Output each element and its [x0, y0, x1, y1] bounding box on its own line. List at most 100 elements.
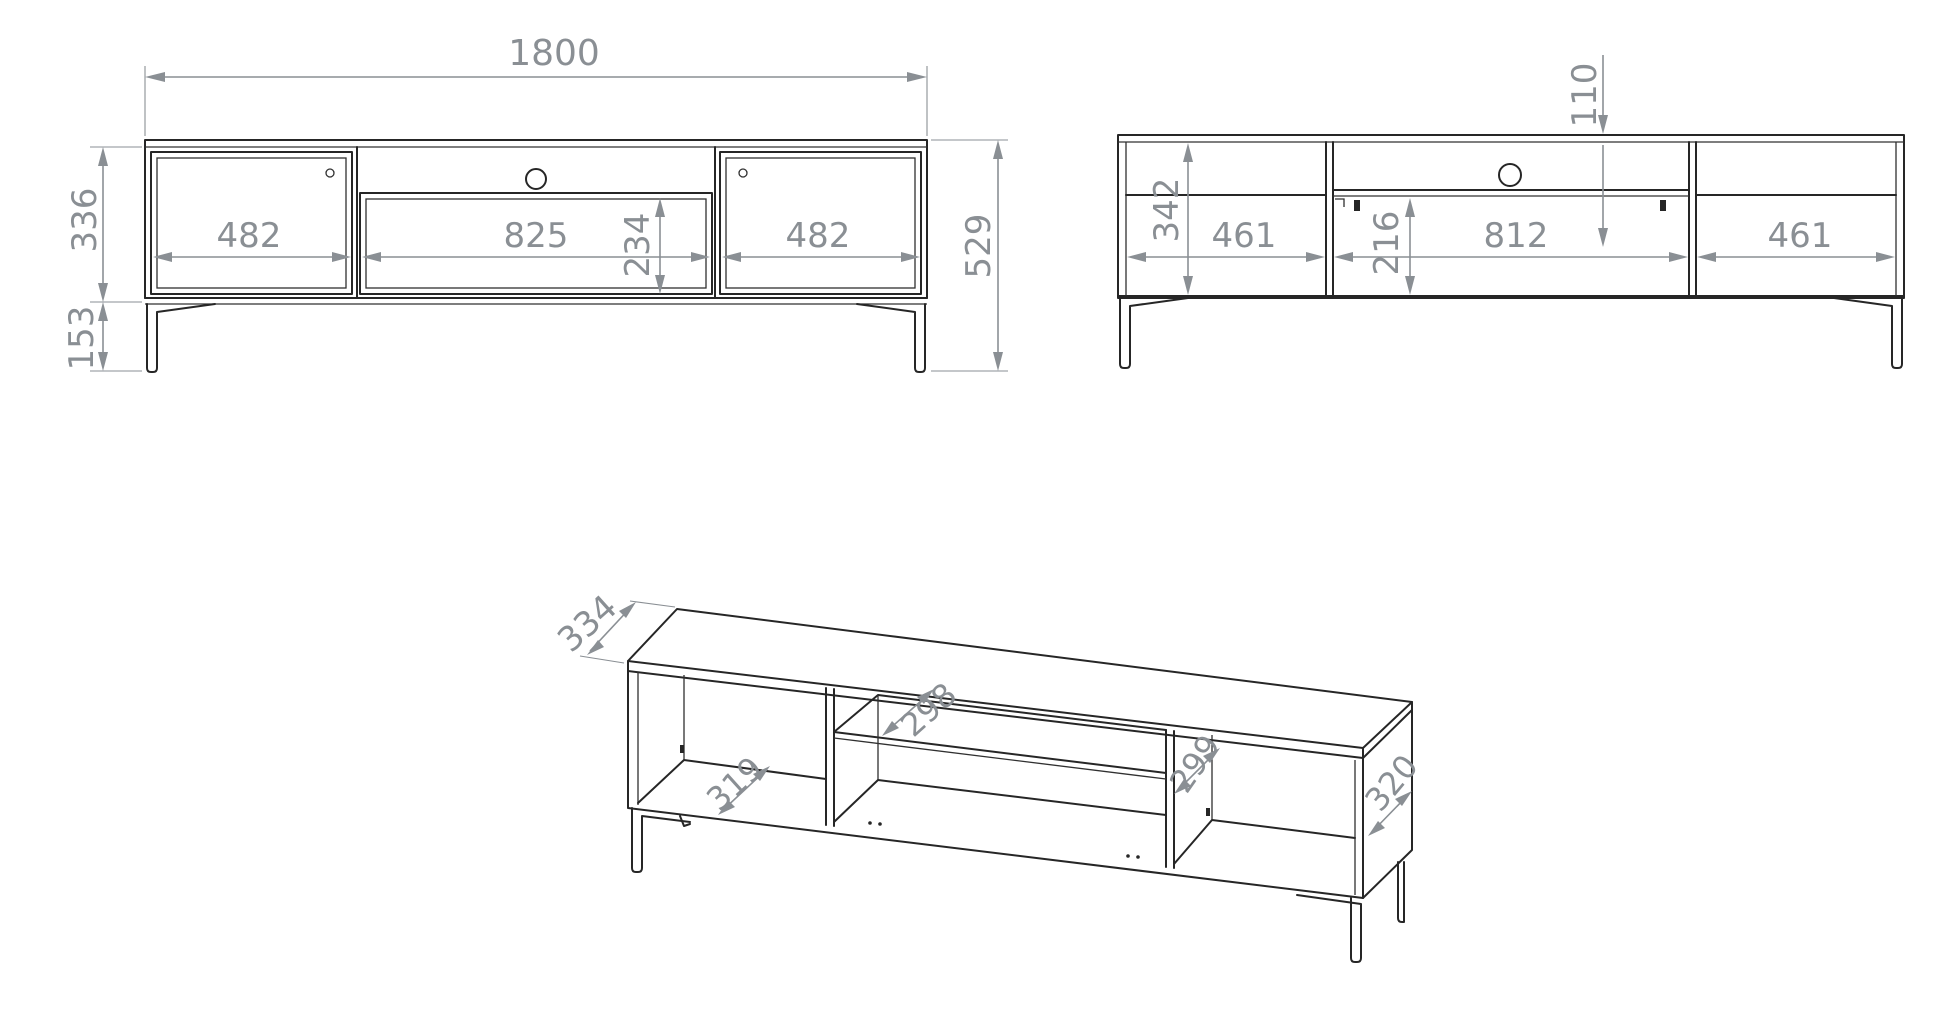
front-leg-arrow-top	[98, 302, 108, 321]
back-top-gap-label: 110	[1565, 63, 1605, 128]
iso-bottom-depth-label: 299	[1162, 728, 1228, 800]
front-left-door-arrow-l	[153, 252, 172, 262]
back-left-width-arrow-l	[1127, 252, 1146, 262]
back-center-height-label: 216	[1367, 211, 1407, 276]
front-left-leg	[146, 303, 216, 373]
back-cable-hole	[1498, 163, 1522, 187]
back-left-leg	[1119, 297, 1189, 369]
iso-center-depth-arrow-a	[882, 721, 899, 736]
iso-bottom-depth-arrow-a	[1174, 779, 1191, 794]
back-interior-height-arrow-b	[1183, 276, 1193, 295]
back-bracket	[1335, 198, 1345, 207]
front-body-arrow-top	[98, 147, 108, 166]
front-cable-hole	[525, 168, 547, 190]
back-top-gap-arrow	[1598, 115, 1608, 134]
front-left-door-panel	[156, 157, 347, 289]
front-leg-height-label: 153	[62, 306, 102, 371]
iso-leg-front-left	[631, 807, 691, 873]
iso-top-depth-label: 334	[550, 587, 625, 660]
iso-dot-2	[878, 822, 882, 826]
iso-left-depth-arrow-a	[718, 800, 735, 815]
front-right-door-arrow-r	[901, 252, 920, 262]
front-center-height-arrow-t	[655, 198, 665, 217]
iso-bottom-depth-arrow-b	[1203, 748, 1220, 763]
iso-top-right-edge	[1362, 701, 1413, 759]
iso-top-depth-ext-1	[579, 655, 625, 664]
front-right-door-panel	[725, 157, 916, 289]
iso-left-depth-arrow-b	[753, 766, 770, 781]
front-width-arrow-left	[145, 72, 165, 82]
back-hinge-right	[1660, 200, 1666, 211]
back-left-width-label: 461	[1212, 216, 1277, 256]
iso-top-depth-arrow-b	[619, 602, 636, 618]
back-interior-height-arrow-t	[1183, 143, 1193, 162]
front-center-height-label: 234	[618, 213, 658, 278]
front-total-arrow-top	[993, 140, 1003, 159]
back-right-leg	[1833, 297, 1903, 369]
front-left-door	[150, 151, 353, 295]
back-center-width-label: 812	[1484, 216, 1549, 256]
iso-top-depth-ext-2	[629, 600, 676, 608]
back-right-width-arrow-l	[1697, 252, 1716, 262]
front-right-door	[719, 151, 922, 295]
iso-leg-back-left	[679, 815, 691, 827]
front-center-height-arrow-b	[655, 275, 665, 294]
back-hinge-left	[1354, 200, 1360, 211]
front-right-door-arrow-l	[722, 252, 741, 262]
iso-hinge-1	[680, 745, 684, 753]
front-total-arrow-bottom	[993, 352, 1003, 371]
front-body-height-label: 336	[65, 188, 105, 253]
front-center-width-arrow-l	[362, 252, 381, 262]
iso-top-surface	[627, 608, 1413, 749]
front-view: 1800 336 153 529 482 825	[62, 33, 1008, 373]
back-center-width-arrow-r	[1669, 252, 1688, 262]
back-center-height-arrow-b	[1405, 276, 1415, 295]
iso-right-depth-arrow-b	[1395, 791, 1412, 806]
iso-dot-3	[1126, 854, 1130, 858]
back-right-width-label: 461	[1768, 216, 1833, 256]
iso-center-shelf-front	[833, 731, 1167, 774]
front-width-arrow-right	[907, 72, 927, 82]
back-right-width-arrow-r	[1876, 252, 1895, 262]
iso-front-left-bottom	[627, 670, 1364, 899]
front-center-width-arrow-r	[691, 252, 710, 262]
iso-leg-back-right	[1397, 861, 1405, 923]
iso-center-shelf-edge	[833, 737, 1167, 780]
front-center-opening-inner	[365, 198, 707, 289]
front-right-leg	[856, 303, 926, 373]
front-center-width-label: 825	[504, 216, 569, 256]
iso-right-side	[1362, 709, 1413, 899]
front-leg-arrow-bottom	[98, 352, 108, 371]
iso-center-depth-label: 298	[893, 675, 964, 744]
iso-top-front-edge	[627, 660, 1364, 759]
front-left-door-knob	[325, 168, 335, 178]
iso-center-bottom	[833, 779, 1167, 823]
iso-left-bottom-shelf	[637, 759, 827, 804]
iso-dot-1	[868, 821, 872, 825]
iso-dot-4	[1136, 855, 1140, 859]
front-left-door-width-label: 482	[217, 216, 282, 256]
front-left-door-arrow-r	[332, 252, 351, 262]
iso-top-depth-arrow-a	[587, 640, 604, 655]
back-view: 110 342 461 216 812 461	[1117, 55, 1905, 369]
iso-right-depth-arrow-a	[1368, 821, 1385, 836]
iso-center-depth-arrow-b	[917, 689, 934, 704]
front-overall-width-label: 1800	[508, 33, 600, 74]
back-center-width-arrow-l	[1334, 252, 1353, 262]
back-center-height-arrow-t	[1405, 198, 1415, 217]
iso-leg-front-right	[1296, 894, 1362, 963]
iso-view: 334 319 298 299 320	[550, 587, 1426, 963]
back-interior-height-label: 342	[1147, 178, 1187, 243]
front-total-height-label: 529	[959, 214, 999, 279]
iso-right-bottom-shelf	[1173, 819, 1356, 865]
iso-hinge-2	[1206, 808, 1210, 816]
back-cabinet-body	[1117, 134, 1905, 299]
back-left-width-arrow-r	[1306, 252, 1325, 262]
front-body-arrow-bottom	[98, 283, 108, 302]
front-right-door-knob	[738, 168, 748, 178]
front-right-door-width-label: 482	[786, 216, 851, 256]
back-top-gap-arrow-b	[1598, 228, 1608, 247]
front-center-opening	[359, 192, 713, 295]
